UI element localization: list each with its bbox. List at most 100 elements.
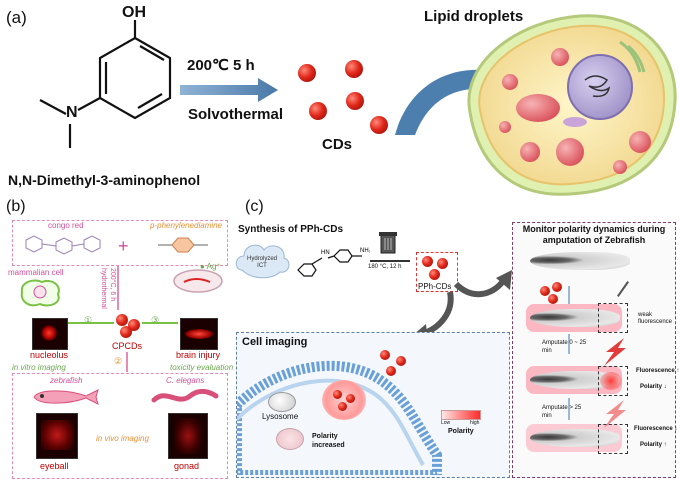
hydrolyzed-ict-label: Hydrolyzed ICT [246,256,277,269]
cpcd-particle [116,314,128,326]
precursor-cloud-icon [235,244,290,279]
route-3-marker: ③ [151,315,160,325]
hydrothermal-arrow [117,266,119,310]
nucleolus-micrograph [32,318,68,350]
cd-inside [333,390,342,399]
reaction-arrow-icon [180,78,278,102]
cd-outside [396,356,406,366]
zebrafish-stage-1 [530,309,620,327]
synthesis-condition: 180 °C, 12 h [368,264,402,270]
eyeball-micrograph [36,413,78,459]
synthesis-arrow [370,260,410,262]
c-elegans-label: C. elegans [166,376,205,385]
gonad-micrograph [168,413,208,459]
oh-group-label: OH [122,4,146,21]
fluorescence-up-label: Fluorescence ↑ [636,368,680,374]
nucleolus-label: nucleolus [30,350,69,360]
cd-particle [298,64,316,82]
right-curved-arrow-icon [453,270,512,297]
pph-cd-particle [437,258,448,269]
cell-illustration [467,14,677,196]
autoclave-icon [379,232,397,254]
c-elegans-icon [151,388,219,403]
in-vivo-label: in vivo imaging [96,434,149,443]
brain-injury-micrograph [180,318,218,350]
route-1-arrow [68,322,114,324]
pph-cds-box [416,252,458,292]
zebrafish-label: zebrafish [50,376,83,385]
in-vitro-label: in vitro imaging [12,363,66,372]
tail-box-2 [598,366,628,396]
hydrothermal-label: hydrothermal [100,268,107,309]
plus-sign: + [118,236,129,256]
legend-low: Low [441,420,451,426]
cd-inside [346,394,355,403]
lightning-icon-faded [604,400,626,428]
eyeball-label: eyeball [40,461,69,471]
amputate-1-label: Amputate 0 ~ 25 min [542,340,587,354]
molecule-structure [39,20,172,148]
panel-c-label: (c) [245,198,264,215]
lysosome-icon [268,392,296,412]
cd-dose [552,282,562,292]
zebrafish-icon [33,389,99,405]
lysosome-with-cds [322,380,366,420]
tail-hotspot [600,372,622,390]
hydrothermal-condition: 200°C, 6 h [109,268,116,302]
precursors-box [12,220,228,266]
petri-dish-icon [173,269,223,293]
route-3-arrow [142,322,178,324]
route-1-marker: ① [84,315,93,325]
cd-particle [346,92,364,110]
amputate-2-label: Amputate > 25 min [542,405,582,419]
congo-red-structure [25,235,101,255]
panel-b-label: (b) [6,198,26,215]
aminodiphenylamine-structure: HN NH₂ [297,248,370,277]
svg-text:NH₂: NH₂ [360,248,370,254]
reaction-temperature: 200℃ 5 h [187,57,255,74]
pph-cd-particle [429,269,440,280]
lightning-icon [604,338,626,366]
cd-dose [548,294,558,304]
panel-a-label: (a) [6,8,27,27]
stage-arrow-3 [568,398,570,420]
svg-text:HN: HN [321,250,330,256]
polarity-down-label: Polarity ↓ [640,384,667,390]
mammalian-cell-icon [20,279,60,307]
p-phenylenediamine-structure [158,237,208,253]
tail-box-1 [598,303,628,333]
polarity-up-label: Polarity ↑ [640,442,667,448]
legend-title: Polarity [448,428,474,435]
congo-red-label: congo red [48,221,84,230]
monitor-title: Monitor polarity dynamics during amputat… [522,224,666,245]
gonad-label: gonad [174,461,200,471]
nitrogen-atom-label: N [66,104,78,121]
mammalian-cell-label: mammalian cell [8,268,64,277]
stage-arrow-2 [568,334,570,354]
pph-cds-label: PPh-CDs [418,282,452,291]
fluorescence-down-label: Fluorescence ↓ [634,426,678,432]
route-2-arrow [126,352,128,372]
lipid-droplets-label: Lipid droplets [424,8,524,25]
cd-outside [386,366,396,376]
toxicity-evaluation-label: toxicity evaluation [170,363,234,372]
cd-dose [540,286,550,296]
polarity-increased-label: Polarity increased [312,433,345,449]
pph-cd-particle [422,256,433,267]
route-2-marker: ② [114,356,123,366]
silver-ion-label: ● Ag⁺ [200,262,221,271]
cpcds-label: CPCDs [112,341,143,351]
tail-box-3 [598,424,628,454]
fused-lysosome-icon [276,428,304,450]
cd-particle [345,60,363,78]
weak-fluorescence-label: weak fluorescence [638,312,673,325]
molecule-name: N,N-Dimethyl-3-aminophenol [8,172,201,188]
zebrafish-stage-3 [530,429,620,447]
p-phenylenediamine-label: p-phenylenediamine [150,221,223,230]
cd-particle [309,102,327,120]
cd-outside [380,350,390,360]
zebrafish-stage-0 [530,252,630,270]
in-vivo-box [12,373,228,479]
synthesis-title: Synthesis of PPh-CDs [238,224,344,235]
cd-inside [338,402,347,411]
